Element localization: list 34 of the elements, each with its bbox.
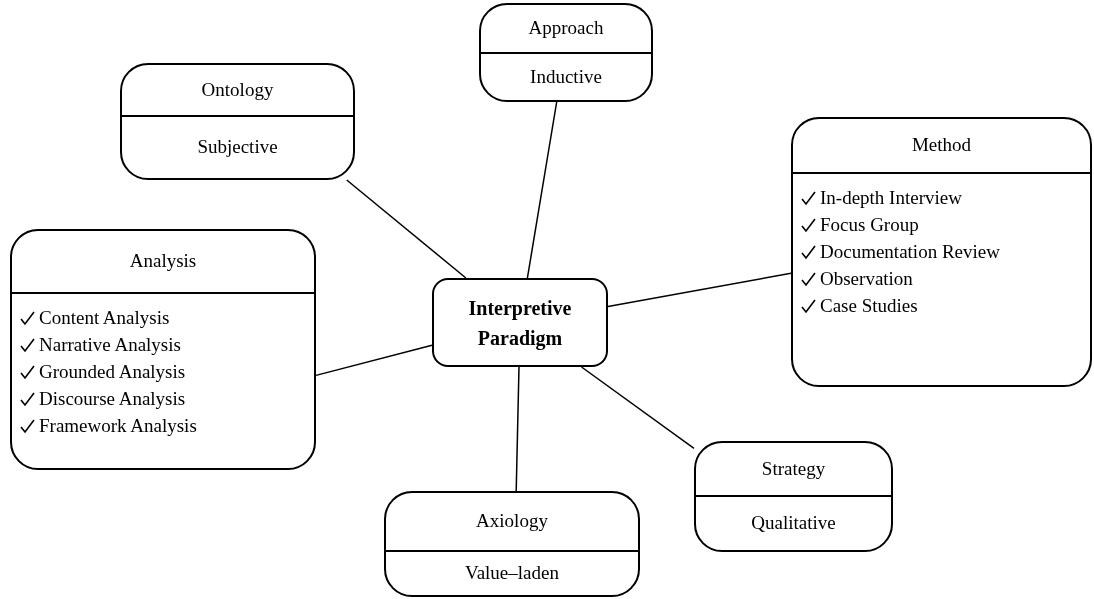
connector-line [607,272,792,308]
list-item: Discourse Analysis [39,387,186,411]
category-heading: Analysis [129,249,197,274]
category-box [120,63,355,180]
connector-line [315,344,433,377]
category-value: Qualitative [751,511,836,536]
list-item: Documentation Review [820,240,1000,264]
connector-line [515,366,520,492]
list-item: Content Analysis [39,306,170,330]
list-item: Narrative Analysis [39,333,181,357]
central-box [432,278,608,367]
category-box [384,491,640,597]
category-box [10,229,316,470]
category-heading: Ontology [201,77,274,102]
list-item: Observation [820,267,913,291]
category-value: Subjective [197,135,278,160]
connector-line [580,366,695,450]
list-item: Focus Group [820,213,919,237]
category-heading: Method [911,133,972,158]
category-value: Inductive [530,64,602,89]
central-title: Interpretive Paradigm [467,295,573,352]
connector-line [526,101,558,279]
list-item: In-depth Interview [820,186,962,210]
category-value: Value–laden [465,561,559,586]
list-item: Framework Analysis [39,414,197,438]
category-box [694,441,893,552]
category-heading: Approach [528,16,604,41]
list-item: Grounded Analysis [39,360,186,384]
category-box [791,117,1092,387]
category-heading: Strategy [761,456,826,481]
list-item: Case Studies [820,294,918,318]
category-box [479,3,653,102]
category-heading: Axiology [476,509,548,534]
connector-line [346,179,467,279]
